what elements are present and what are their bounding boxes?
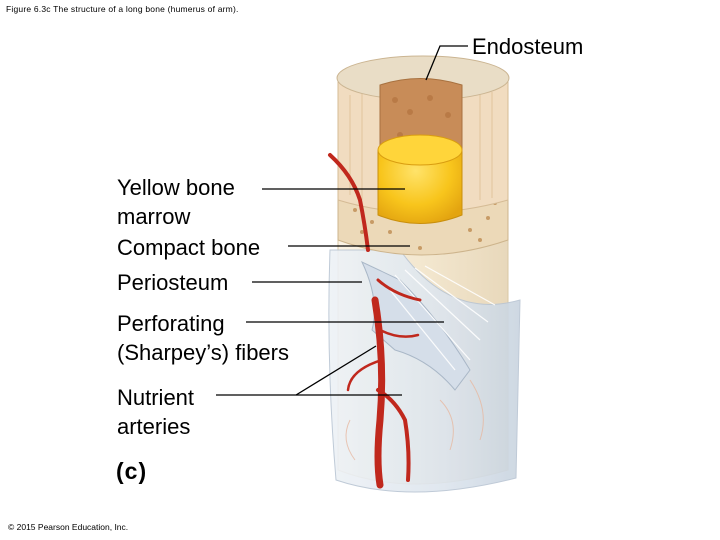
- surface-vessels: [345, 379, 484, 461]
- periosteum-text: Periosteum: [117, 270, 229, 295]
- label-periosteum: Periosteum: [117, 268, 228, 297]
- leader-endosteum: [425, 45, 468, 81]
- perforating-line1: Perforating: [117, 311, 225, 336]
- yellow-marrow-line2: marrow: [117, 204, 191, 229]
- nutrient-line2: arteries: [117, 414, 191, 439]
- panel-label: (c): [116, 458, 148, 484]
- leader-lines: [216, 45, 468, 396]
- nutrient-arteries: [328, 153, 422, 489]
- perforating-fibers: [389, 265, 496, 371]
- endosteum-text: Endosteum: [472, 34, 584, 59]
- figure-caption: Figure 6.3c The structure of a long bone…: [6, 4, 239, 14]
- copyright-notice: © 2015 Pearson Education, Inc.: [8, 522, 129, 532]
- label-nutrient-arteries: Nutrient arteries: [117, 383, 194, 441]
- label-perforating-fibers: Perforating (Sharpey’s) fibers: [117, 309, 289, 367]
- perforating-line2: (Sharpey’s) fibers: [117, 340, 289, 365]
- label-compact-bone: Compact bone: [117, 233, 260, 262]
- compact-bone-text: Compact bone: [117, 235, 261, 260]
- nutrient-line1: Nutrient: [117, 385, 195, 410]
- yellow-marrow-line1: Yellow bone: [117, 175, 235, 200]
- label-yellow-bone-marrow: Yellow bone marrow: [117, 173, 235, 231]
- label-endosteum: Endosteum: [472, 32, 583, 61]
- yellow-marrow-top: [377, 134, 463, 166]
